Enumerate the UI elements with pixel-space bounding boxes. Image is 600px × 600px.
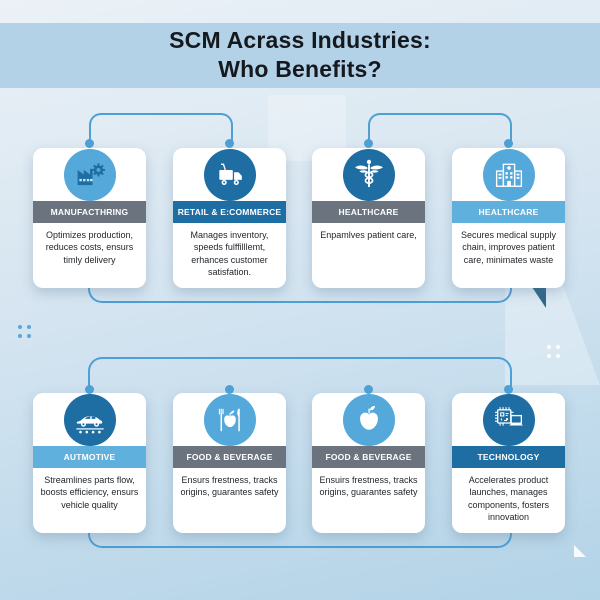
card-label: FOOD & BEVERAGE (312, 446, 425, 468)
card-description: Ensuirs frestness, tracks origins, guara… (319, 475, 418, 498)
card-description: Streamlines parts flow, boosts efficienc… (40, 475, 139, 510)
title-banner (0, 23, 600, 88)
card-label: RETAIL & E:COMMERCE (173, 201, 286, 223)
card-label: MANUFACTHRING (33, 201, 146, 223)
dot-grid-decoration-left (18, 325, 31, 338)
dot-grid-decoration-right (547, 345, 560, 358)
icon-circle (482, 394, 535, 446)
connector-node (224, 384, 234, 394)
page-title: SCM Acrass Industries: Who Benefits? (0, 26, 600, 84)
connector-row2-top-loop (88, 357, 512, 391)
card-food-beverage-1: FOOD & BEVERAGE Ensurs frestness, tracks… (173, 393, 286, 533)
connector-row1-bottom-loop (88, 288, 512, 303)
card-retail-ecommerce: RETAIL & E:COMMERCE Manages inventory, s… (173, 148, 286, 288)
delivery-truck-icon (218, 163, 242, 186)
icon-circle (342, 149, 395, 201)
card-healthcare-2: HEALTHCARE Secures medical supply chain,… (452, 148, 565, 288)
apple-icon (359, 405, 378, 430)
icon-circle (203, 149, 256, 201)
icon-circle (63, 149, 116, 201)
card-healthcare-1: HEALTHCARE Enpamlves patient care, (312, 148, 425, 288)
card-description: Enpamlves patient care, (320, 230, 417, 240)
card-description: Optimizes production, reduces costs, ens… (45, 230, 134, 265)
connector-node (363, 384, 373, 394)
chip-laptop-icon (494, 407, 523, 426)
connector-node (84, 138, 94, 148)
icon-circle (482, 149, 535, 201)
card-description: Secures medical supply chain, improves p… (460, 230, 557, 265)
card-label: FOOD & BEVERAGE (173, 446, 286, 468)
white-triangle-decoration (574, 545, 586, 557)
caduceus-icon (354, 159, 383, 188)
card-automotive: AUTMOTIVE Streamlines parts flow, boosts… (33, 393, 146, 533)
card-label: TECHNOLOGY (452, 446, 565, 468)
card-description: Manages inventory, speeds fulffilllemt, … (190, 230, 269, 278)
card-label: HEALTHCARE (312, 201, 425, 223)
title-line-2: Who Benefits? (218, 56, 382, 82)
fork-apple-knife-icon (218, 408, 240, 432)
card-technology: TECHNOLOGY Accelerates product launches,… (452, 393, 565, 533)
connector-node (503, 138, 513, 148)
connector-node (84, 384, 94, 394)
connector-bracket-top-left (89, 113, 233, 145)
car-assembly-icon (75, 416, 104, 434)
card-description: Ensurs frestness, tracks origins, guaran… (180, 475, 279, 498)
icon-circle (342, 394, 395, 446)
title-line-1: SCM Acrass Industries: (169, 27, 431, 53)
icon-circle (203, 394, 256, 446)
card-label: AUTMOTIVE (33, 446, 146, 468)
connector-node (503, 384, 513, 394)
connector-bracket-top-right (368, 113, 512, 145)
card-label: HEALTHCARE (452, 201, 565, 223)
hospital-icon (495, 163, 522, 187)
icon-circle (63, 394, 116, 446)
factory-gear-icon (77, 163, 105, 186)
connector-row2-bottom-loop (88, 533, 512, 548)
connector-node (224, 138, 234, 148)
connector-node (363, 138, 373, 148)
card-manufacturing: MANUFACTHRING Optimizes production, redu… (33, 148, 146, 288)
card-description: Accelerates product launches, manages co… (467, 475, 550, 523)
card-food-beverage-2: FOOD & BEVERAGE Ensuirs frestness, track… (312, 393, 425, 533)
